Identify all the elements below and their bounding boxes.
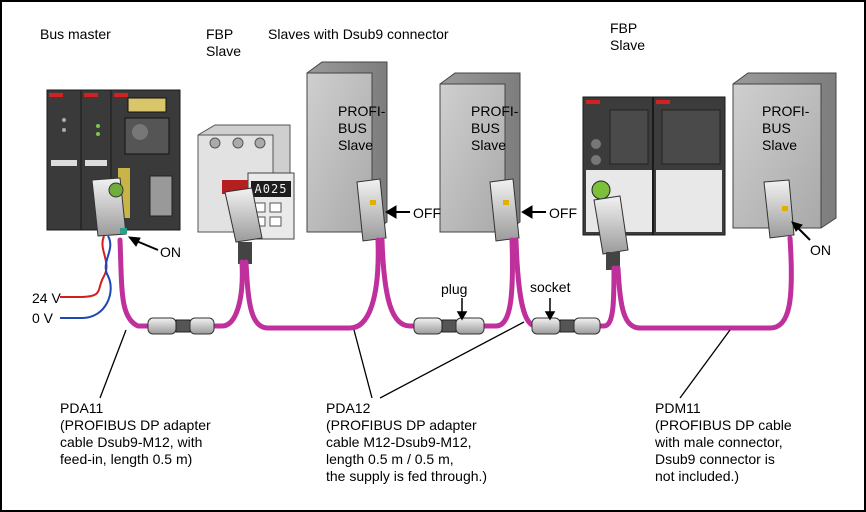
cable-desc-pdm11-line1: (PROFIBUS DP cable	[655, 417, 792, 433]
slave-box-2-line2: BUS	[471, 120, 500, 136]
fbp-slave-1-device	[197, 124, 295, 240]
cable-desc-pdm11: PDM11 (PROFIBUS DP cable with male conne…	[655, 400, 792, 485]
heading-fbp-slave-1: FBP Slave	[206, 26, 241, 60]
bus-cables	[117, 235, 794, 331]
profibus-slave-box-1	[306, 61, 388, 242]
cable-desc-pda11-name: PDA11	[60, 400, 104, 416]
cable-desc-pda12-line1: (PROFIBUS DP adapter	[326, 417, 477, 433]
slave-box-1-label: PROFI- BUS Slave	[338, 103, 385, 154]
slave-box-1-line2: BUS	[338, 120, 367, 136]
slave-box-3-label: PROFI- BUS Slave	[762, 103, 809, 154]
master-dsub-connector	[91, 177, 127, 237]
leader-lines	[99, 321, 731, 399]
cable-desc-pda11-line3: feed-in, length 0.5 m)	[60, 451, 193, 467]
profibus-slave-box-3	[732, 72, 837, 239]
supply-wires	[60, 235, 112, 319]
slave-box-2-line1: PROFI-	[471, 103, 519, 119]
fbp-slave-2-connector	[593, 195, 629, 270]
cable-desc-pdm11-name: PDM11	[655, 400, 701, 416]
slave-box-3-line1: PROFI-	[762, 103, 810, 119]
cable-desc-pda12-line3: length 0.5 m / 0.5 m,	[326, 451, 454, 467]
slave-box-3-line3: Slave	[762, 137, 798, 153]
supply-label-0v: 0 V	[32, 310, 54, 326]
cable-desc-pda12-name: PDA12	[326, 400, 371, 416]
cable-desc-pdm11-line2: with male connector,	[655, 434, 783, 450]
m12-connector-pda11	[147, 317, 215, 335]
switch-label-slave-2: OFF	[549, 205, 577, 221]
cable-desc-pda12-line2: cable M12-Dsub9-M12,	[326, 434, 472, 450]
slave-box-2-line3: Slave	[471, 137, 507, 153]
slave-box-1-line3: Slave	[338, 137, 374, 153]
cable-desc-pda11-line2: cable Dsub9-M12, with	[60, 434, 203, 450]
heading-fbp-slave-1-line1: FBP	[206, 26, 234, 42]
heading-bus-master: Bus master	[40, 26, 111, 42]
cable-desc-pda12-line4: the supply is fed through.)	[326, 468, 488, 484]
profibus-slave-box-2	[439, 72, 521, 242]
connector-arrows	[456, 298, 556, 321]
cable-desc-pdm11-line4: not included.)	[655, 468, 740, 484]
switch-label-slave-last: ON	[810, 242, 831, 258]
supply-label-24v: 24 V	[32, 290, 61, 306]
switch-label-slave-1: OFF	[413, 205, 441, 221]
slave-box-2-label: PROFI- BUS Slave	[471, 103, 518, 154]
socket-label: socket	[530, 279, 571, 295]
cable-desc-pda11: PDA11 (PROFIBUS DP adapter cable Dsub9-M…	[60, 400, 211, 468]
heading-fbp-slave-2-line2: Slave	[610, 37, 646, 53]
heading-fbp-slave-2: FBP Slave	[610, 20, 645, 54]
fbp-slave-1-connector	[224, 187, 263, 264]
heading-fbp-slave-2-line1: FBP	[610, 20, 638, 36]
slave-box-1-line1: PROFI-	[338, 103, 386, 119]
motor-starter-display: A025	[254, 182, 288, 196]
m12-connector-socket	[531, 317, 601, 335]
heading-fbp-slave-1-line2: Slave	[206, 43, 242, 59]
slave-box-3-line2: BUS	[762, 120, 791, 136]
plug-label: plug	[441, 281, 468, 297]
switch-arrows	[127, 205, 811, 251]
cable-desc-pda11-line1: (PROFIBUS DP adapter	[60, 417, 211, 433]
heading-slaves-dsub9: Slaves with Dsub9 connector	[268, 26, 449, 42]
cable-desc-pdm11-line3: Dsub9 connector is	[655, 451, 775, 467]
cable-desc-pda12: PDA12 (PROFIBUS DP adapter cable M12-Dsu…	[326, 400, 487, 485]
m12-connector-plug	[413, 317, 485, 335]
switch-label-master: ON	[160, 244, 181, 260]
